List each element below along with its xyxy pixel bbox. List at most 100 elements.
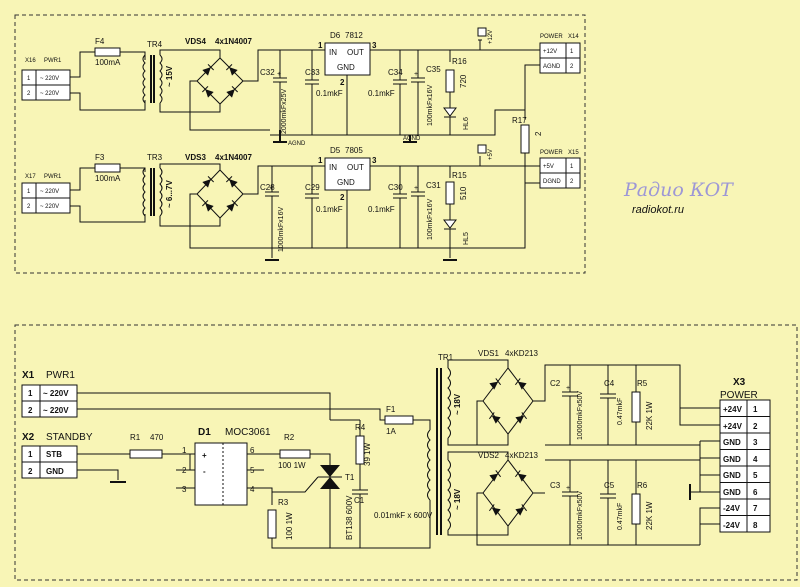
svg-text:2: 2 (340, 78, 345, 87)
x16-ref: X16 (25, 58, 36, 64)
cap-c2: C2 + 10000mkFx50V (550, 365, 584, 445)
svg-text:VDS4: VDS4 (185, 37, 206, 46)
svg-text:BT138 600V: BT138 600V (345, 495, 354, 540)
svg-text:100mA: 100mA (95, 174, 121, 183)
svg-text:0.47mkF: 0.47mkF (617, 503, 624, 530)
svg-text:~ 220V: ~ 220V (43, 389, 69, 398)
svg-text:6: 6 (250, 446, 255, 455)
svg-text:X14: X14 (568, 34, 579, 40)
svg-text:+: + (277, 71, 281, 78)
svg-text:10000mkFx50V: 10000mkFx50V (577, 391, 584, 440)
svg-text:POWER: POWER (720, 390, 758, 401)
svg-text:C33: C33 (305, 68, 320, 77)
cap-c33: C33 0.1mkF (305, 50, 343, 135)
bridge-vds4: VDS4 4x1N4007 (185, 37, 252, 105)
x16-name: PWR1 (44, 58, 62, 64)
svg-text:C3: C3 (550, 481, 561, 490)
svg-text:+: + (269, 185, 273, 192)
svg-text:Радио КОТ: Радио КОТ (623, 179, 734, 201)
bridge-vds2: VDS2 4xKD213 (478, 451, 538, 527)
connector-x2: X2 STANDBY 1 2 STB GND (21, 432, 93, 479)
svg-text:10000mkFx50V: 10000mkFx50V (577, 491, 584, 540)
resistor-r16: R16 720 (445, 57, 468, 93)
regulator-d5: D5 7805 IN OUT GND 1 3 2 (318, 146, 377, 202)
svg-text:C28: C28 (260, 183, 275, 192)
svg-text:TR3: TR3 (147, 153, 163, 162)
connector-x15: POWER X15 +5V 1 DGND 2 (539, 150, 581, 189)
svg-text:4xKD213: 4xKD213 (505, 349, 538, 358)
svg-text:F4: F4 (95, 37, 105, 46)
cap-c35: C35 + 100mkFx16V (411, 50, 441, 135)
cap-c31: C31 + 100mkFx16V (411, 166, 441, 248)
svg-text:~ 18V: ~ 18V (453, 393, 462, 415)
svg-text:R2: R2 (284, 433, 295, 442)
svg-text:720: 720 (459, 74, 468, 88)
fuse-f3 (94, 163, 121, 173)
svg-text:C35: C35 (426, 65, 441, 74)
svg-text:~ 220V: ~ 220V (40, 91, 59, 97)
svg-text:4xKD213: 4xKD213 (505, 451, 538, 460)
bridge-vds3: VDS3 4x1N4007 (185, 153, 252, 219)
bridge-vds1: VDS1 4xKD213 (478, 349, 538, 435)
svg-text:1: 1 (570, 49, 574, 55)
svg-text:HL5: HL5 (463, 232, 470, 245)
svg-text:X2: X2 (22, 432, 35, 443)
fuse-f1: F1 1A (384, 405, 414, 436)
svg-text:2: 2 (28, 467, 33, 476)
svg-text:1: 1 (318, 156, 323, 165)
svg-text:1: 1 (28, 389, 33, 398)
resistor-r15: R15 510 (445, 171, 468, 205)
svg-text:X3: X3 (733, 377, 746, 388)
svg-text:1: 1 (182, 446, 187, 455)
svg-text:C5: C5 (604, 481, 615, 490)
svg-text:~ 6...7V: ~ 6...7V (165, 180, 174, 208)
svg-text:R5: R5 (637, 379, 648, 388)
svg-text:VDS1: VDS1 (478, 349, 499, 358)
svg-text:OUT: OUT (347, 163, 364, 172)
bottom-board-outline (14, 324, 798, 581)
cap-c4: C4 0.47mkF (600, 365, 624, 445)
svg-text:-24V: -24V (723, 504, 741, 513)
svg-text:+: + (414, 71, 418, 78)
svg-text:2: 2 (534, 131, 543, 136)
svg-text:0.1mkF: 0.1mkF (316, 89, 343, 98)
regulator-d6: D6 7812 IN OUT GND 1 3 2 (318, 31, 377, 87)
svg-text:GND: GND (337, 63, 355, 72)
svg-text:D5: D5 (330, 146, 341, 155)
top-board-outline (14, 14, 586, 274)
testpoint-5v (477, 144, 487, 154)
svg-text:TR1: TR1 (438, 353, 454, 362)
fuse-f4 (94, 47, 121, 57)
svg-text:GND: GND (723, 438, 741, 447)
svg-text:X17: X17 (25, 174, 36, 180)
svg-text:X1: X1 (22, 370, 35, 381)
svg-text:510: 510 (459, 186, 468, 200)
svg-text:GND: GND (723, 488, 741, 497)
cap-c34: C34 0.1mkF (368, 50, 407, 135)
connector-x1: X1 PWR1 1 2 ~ 220V ~ 220V (21, 370, 78, 418)
svg-text:OUT: OUT (347, 48, 364, 57)
svg-text:TR4: TR4 (147, 40, 163, 49)
svg-text:POWER: POWER (540, 150, 563, 156)
resistor-r2: R2 100 1W (278, 433, 311, 470)
testpoint-12v (477, 27, 487, 37)
svg-text:100mkFx16V: 100mkFx16V (427, 198, 434, 240)
svg-text:2: 2 (570, 64, 574, 70)
svg-text:C29: C29 (305, 183, 320, 192)
svg-text:2: 2 (27, 91, 31, 97)
svg-text:STB: STB (46, 450, 62, 459)
svg-text:0.1mkF: 0.1mkF (368, 89, 395, 98)
transformer-tr1: TR1 ~ 18V ~ 18V (427, 353, 462, 535)
cap-c32: C32 + 2000mkFx25V (260, 50, 288, 135)
resistor-r5: R5 22K 1W (631, 379, 654, 430)
svg-text:C34: C34 (388, 68, 403, 77)
svg-text:22K 1W: 22K 1W (645, 501, 654, 530)
cap-c3: C3 + 10000mkFx50V (550, 460, 584, 545)
svg-text:GND: GND (337, 178, 355, 187)
svg-text:0.1mkF: 0.1mkF (316, 205, 343, 214)
svg-text:R16: R16 (452, 57, 467, 66)
svg-text:POWER: POWER (540, 34, 563, 40)
svg-text:+: + (566, 485, 570, 492)
